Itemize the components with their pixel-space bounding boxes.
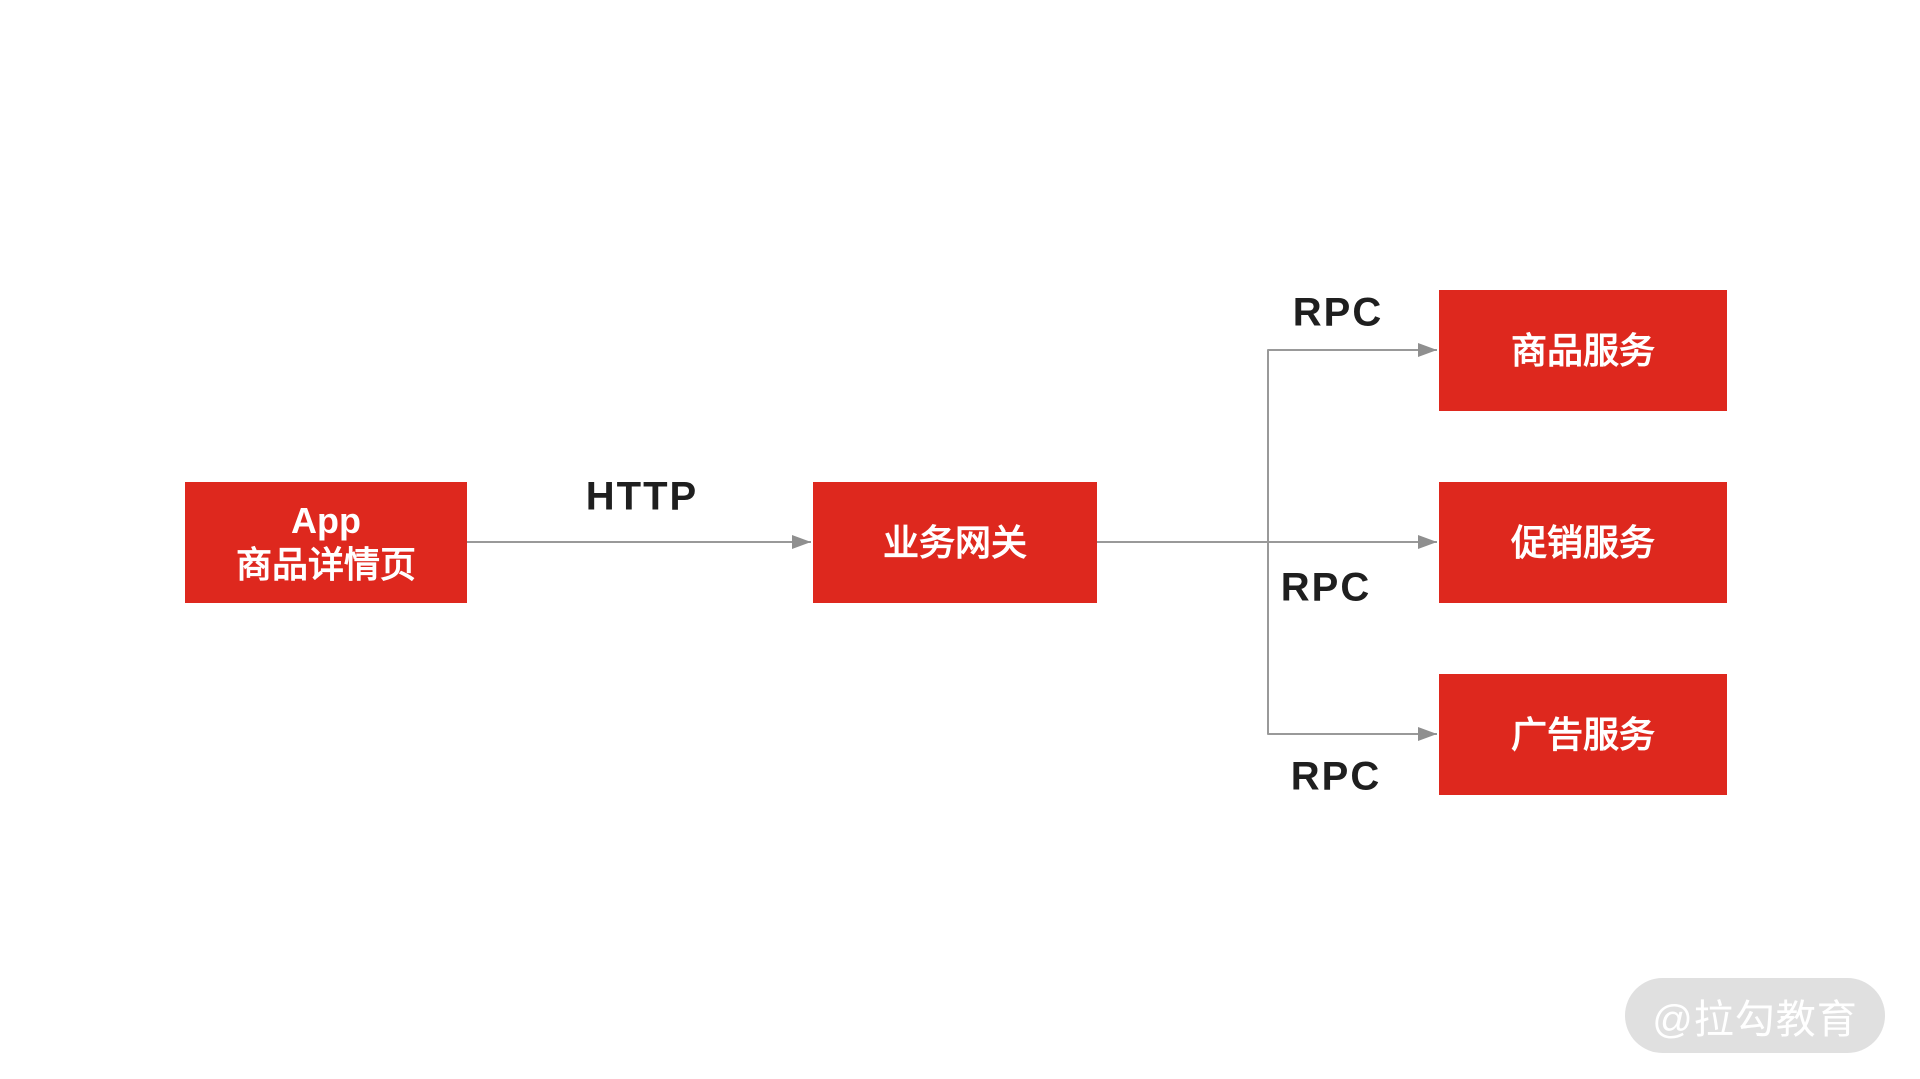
- node-app-product-detail-page: App 商品详情页: [185, 482, 467, 603]
- node-app-label-line1: App: [291, 499, 361, 541]
- node-business-gateway: 业务网关: [813, 482, 1097, 603]
- node-business-gateway-label: 业务网关: [882, 521, 1027, 563]
- edge-label-http: HTTP: [585, 474, 699, 519]
- edge-label-rpc-promotion: RPC: [1280, 565, 1372, 610]
- edge-label-rpc-product: RPC: [1292, 290, 1384, 335]
- watermark-label: @拉勾教育: [1652, 997, 1858, 1042]
- node-app-label-line2: 商品详情页: [235, 543, 416, 585]
- node-promotion-service: 促销服务: [1439, 482, 1727, 603]
- edge-gateway-to-product-service: [1267, 343, 1437, 542]
- edge-gateway-to-ad-service: [1267, 542, 1437, 741]
- edge-label-rpc-ad: RPC: [1290, 754, 1382, 799]
- node-product-service-label: 商品服务: [1510, 329, 1655, 371]
- node-product-service: 商品服务: [1439, 290, 1727, 411]
- node-ad-service-label: 广告服务: [1510, 713, 1655, 755]
- node-promotion-service-label: 促销服务: [1510, 521, 1655, 563]
- node-ad-service: 广告服务: [1439, 674, 1727, 795]
- watermark-badge: @拉勾教育: [1625, 978, 1885, 1053]
